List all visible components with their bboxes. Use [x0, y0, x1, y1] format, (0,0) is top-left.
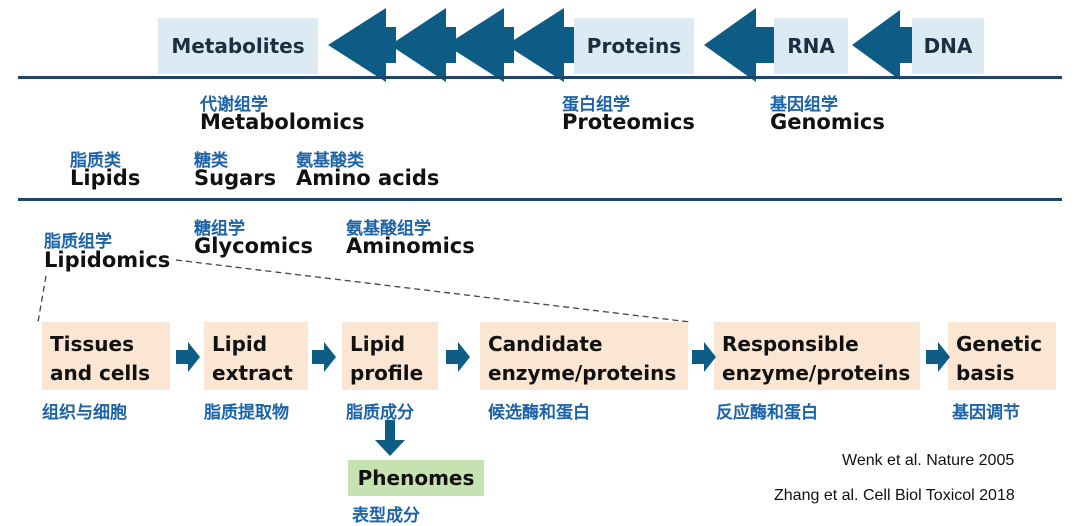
- process-line1: Genetic: [956, 332, 1043, 356]
- metabolomics-zh: 代谢组学: [200, 95, 268, 115]
- divider-bottom: [18, 198, 1062, 201]
- right-arrow-icon: [176, 342, 200, 372]
- aminomics-en: Aminomics: [346, 234, 475, 258]
- amino-acids-en: Amino acids: [296, 166, 440, 190]
- phenomes-caption: 表型成分: [352, 506, 420, 526]
- rna-box: RNA: [774, 18, 848, 74]
- divider-top: [18, 76, 1062, 79]
- process-caption-lipid-profile: 脂质成分: [346, 403, 414, 423]
- left-arrow-icon: [328, 8, 396, 82]
- right-arrow-icon: [926, 342, 950, 372]
- process-line2: basis: [956, 361, 1015, 385]
- sugars-zh: 糖类: [194, 151, 228, 171]
- process-line2: profile: [350, 361, 424, 385]
- process-line1: Tissues: [50, 332, 135, 356]
- genomics-en: Genomics: [770, 110, 885, 134]
- phenomes-box: Phenomes: [348, 460, 484, 496]
- process-box-genetic: Genetic basis: [948, 322, 1056, 390]
- process-caption-lipid-extract: 脂质提取物: [204, 403, 289, 423]
- proteins-box: Proteins: [574, 18, 694, 74]
- lipidomics-en: Lipidomics: [44, 248, 171, 272]
- right-arrow-icon: [692, 342, 716, 372]
- process-line2: extract: [212, 361, 293, 385]
- glycomics-en: Glycomics: [194, 234, 314, 258]
- left-arrow-icon: [446, 8, 514, 82]
- rna-label: RNA: [787, 34, 835, 58]
- process-line1: Lipid: [350, 332, 406, 356]
- process-box-tissues: Tissues and cells: [42, 322, 170, 390]
- process-line2: and cells: [50, 361, 151, 385]
- lipidomics-zh: 脂质组学: [44, 232, 112, 252]
- down-arrow-icon: [375, 420, 405, 456]
- process-caption-responsible: 反应酶和蛋白: [716, 403, 818, 423]
- process-line1: Lipid: [212, 332, 268, 356]
- process-box-candidate: Candidate enzyme/proteins: [480, 322, 688, 390]
- process-box-lipid-extract: Lipid extract: [204, 322, 308, 390]
- process-line2: enzyme/proteins: [488, 361, 677, 385]
- lipids-zh: 脂质类: [70, 151, 121, 171]
- process-caption-tissues: 组织与细胞: [42, 403, 127, 423]
- dashed-line-right: [175, 259, 691, 323]
- left-arrow-icon: [852, 10, 912, 80]
- proteins-label: Proteins: [586, 34, 682, 58]
- right-arrow-icon: [446, 342, 470, 372]
- glycomics-zh: 糖组学: [194, 219, 245, 239]
- proteomics-en: Proteomics: [562, 110, 695, 134]
- left-arrow-icon: [704, 8, 774, 82]
- process-box-responsible: Responsible enzyme/proteins: [714, 322, 920, 390]
- phenomes-label: Phenomes: [357, 466, 475, 490]
- metabolites-label: Metabolites: [171, 34, 305, 58]
- amino-acids-zh: 氨基酸类: [296, 151, 364, 171]
- process-box-lipid-profile: Lipid profile: [342, 322, 438, 390]
- aminomics-zh: 氨基酸组学: [346, 219, 431, 239]
- process-line1: Responsible: [722, 332, 859, 356]
- process-line1: Candidate: [488, 332, 603, 356]
- lipids-en: Lipids: [70, 166, 141, 190]
- sugars-en: Sugars: [194, 166, 277, 190]
- process-line2: enzyme/proteins: [722, 361, 911, 385]
- proteomics-zh: 蛋白组学: [562, 95, 630, 115]
- dna-box: DNA: [912, 18, 984, 74]
- dashed-line-left: [37, 275, 47, 323]
- process-caption-genetic: 基因调节: [952, 403, 1020, 423]
- right-arrow-icon: [312, 342, 336, 372]
- metabolites-box: Metabolites: [158, 18, 318, 74]
- process-caption-candidate: 候选酶和蛋白: [488, 403, 590, 423]
- dna-label: DNA: [923, 34, 973, 58]
- metabolomics-en: Metabolomics: [200, 110, 365, 134]
- left-arrow-icon: [506, 8, 574, 82]
- reference-zhang: Zhang et al. Cell Biol Toxicol 2018: [774, 487, 1015, 504]
- genomics-zh: 基因组学: [770, 95, 838, 115]
- reference-wenk: Wenk et al. Nature 2005: [842, 452, 1015, 469]
- left-arrow-icon: [390, 8, 456, 82]
